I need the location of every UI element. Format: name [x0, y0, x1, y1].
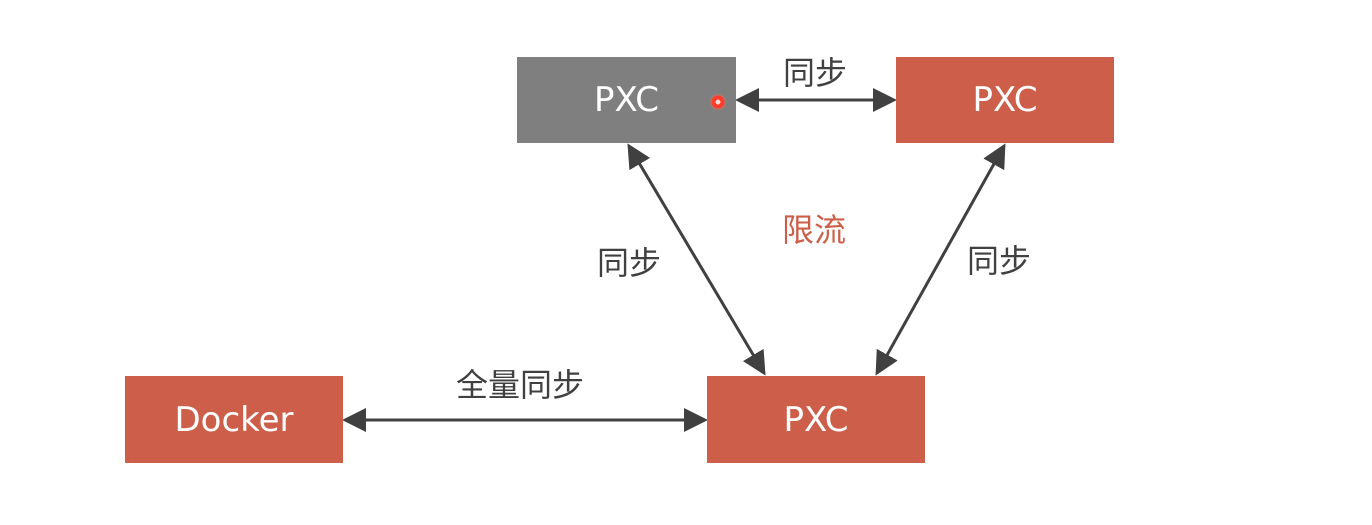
sync-label-left: 同步	[597, 244, 662, 282]
sync-arrow-left	[627, 143, 766, 376]
sync-label-right: 同步	[967, 242, 1032, 280]
pxc-node-label: PXC	[593, 80, 660, 120]
throttle-label: 限流	[782, 211, 847, 249]
pxc-node-label: PXC	[972, 80, 1038, 120]
pxc-node-bottom: PXC	[707, 376, 925, 463]
pxc-node-label: PXC	[783, 399, 849, 440]
docker-node-label: Docker	[174, 399, 294, 440]
pxc-node-top-left: PXC	[517, 57, 736, 143]
pxc-node-top-right: PXC	[896, 57, 1114, 143]
full-sync-label: 全量同步	[456, 366, 585, 404]
cursor-pointer-icon	[710, 94, 726, 110]
sync-label-top: 同步	[783, 54, 848, 92]
sync-arrow-right	[875, 143, 1006, 376]
docker-node: Docker	[125, 376, 343, 463]
